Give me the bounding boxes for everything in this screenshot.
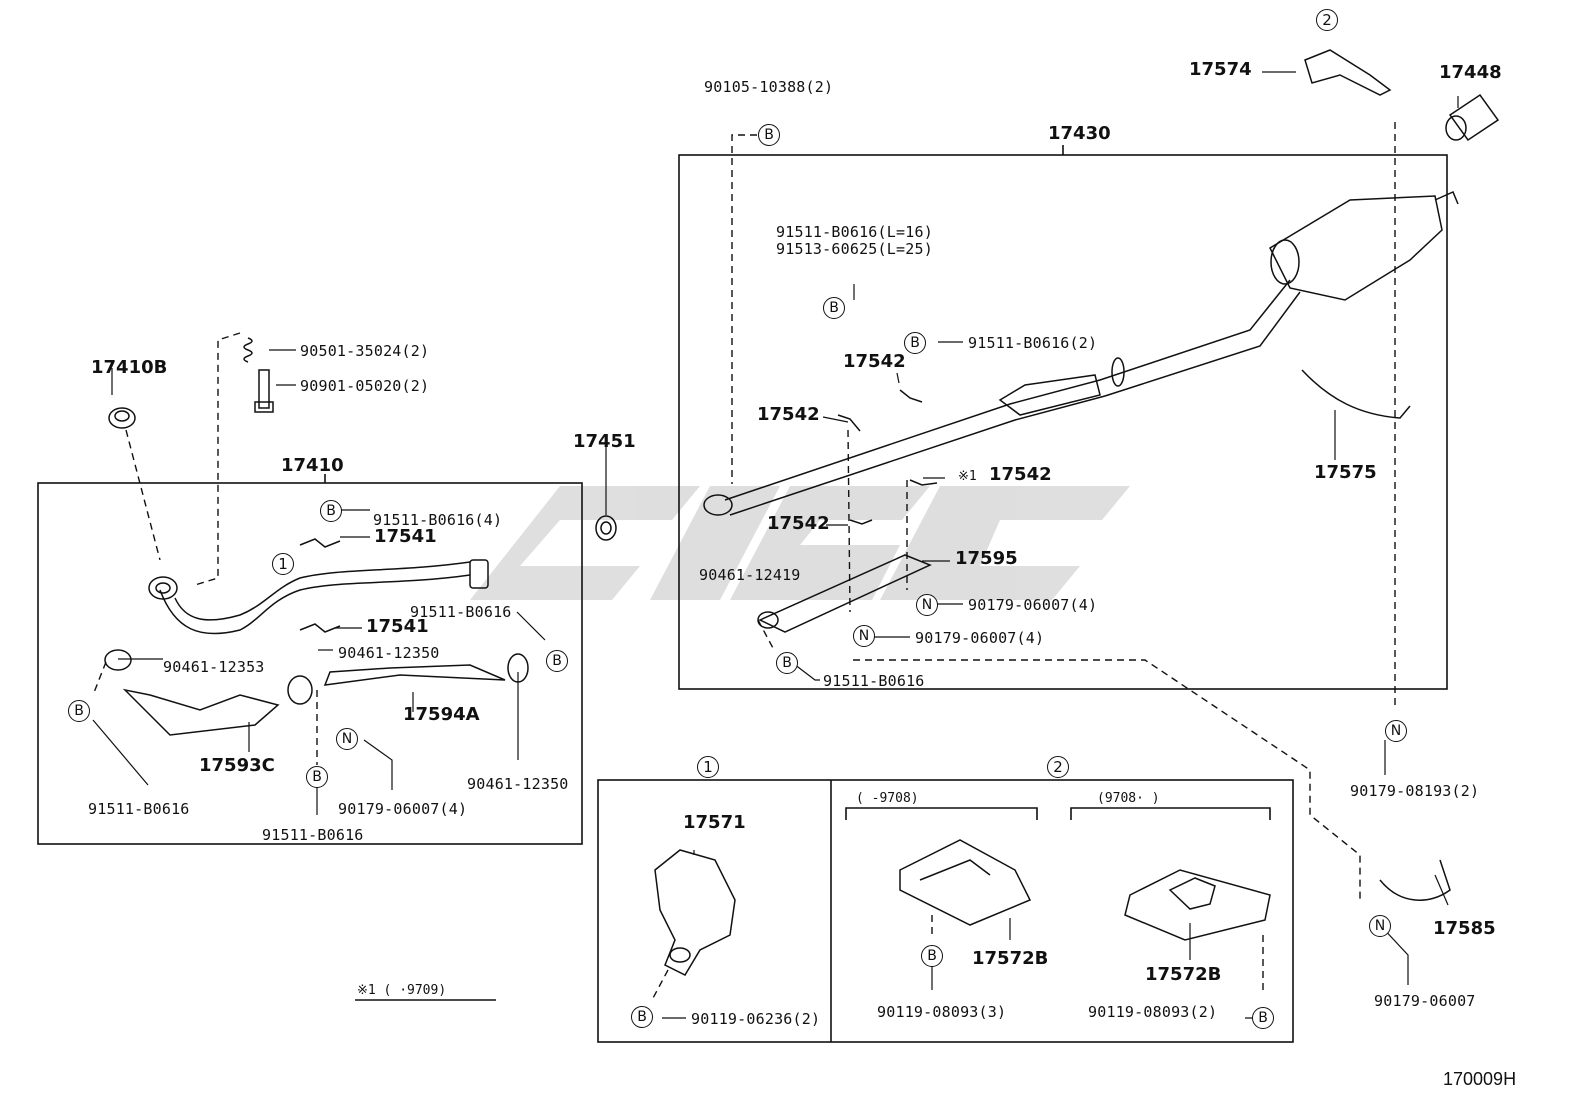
watermark-logo	[470, 486, 1130, 600]
label-90461-12353: 90461-12353	[163, 658, 265, 676]
symbol-2: 2	[1047, 756, 1069, 778]
symbol-B: B	[306, 766, 328, 788]
label-91511-B0616-L16: 91511-B0616(L=16)	[776, 223, 933, 241]
label-17430: 17430	[1048, 123, 1111, 144]
label-17541-bottom: 17541	[366, 616, 429, 637]
symbol-N: N	[1369, 915, 1391, 937]
label-17542-a: 17542	[843, 351, 906, 372]
symbol-1: 1	[697, 756, 719, 778]
symbol-N: N	[1385, 720, 1407, 742]
label-17541-top: 17541	[374, 526, 437, 547]
symbol-B: B	[546, 650, 568, 672]
label-91511-B0616-bottom: 91511-B0616	[262, 826, 364, 844]
box-insulators	[355, 779, 1294, 1043]
label-17451: 17451	[573, 431, 636, 452]
parts-drawings	[104, 49, 1500, 976]
symbol-1: 1	[272, 553, 294, 575]
label-90119-08093-2: 90119-08093(2)	[1088, 1003, 1218, 1021]
label-17410: 17410	[281, 455, 344, 476]
box-17410	[37, 474, 583, 845]
symbol-N: N	[853, 625, 875, 647]
label-17594A: 17594A	[403, 704, 480, 725]
label-17571: 17571	[683, 812, 746, 833]
range-right: (9708· )	[1097, 791, 1160, 806]
symbol-2: 2	[1316, 9, 1338, 31]
symbol-B: B	[68, 700, 90, 722]
label-17572B-left: 17572B	[972, 948, 1049, 969]
label-17542-c: 17542	[989, 464, 1052, 485]
label-90461-12419: 90461-12419	[699, 566, 801, 584]
symbol-N: N	[336, 728, 358, 750]
label-17542-b: 17542	[757, 404, 820, 425]
symbol-B: B	[320, 500, 342, 522]
label-91513-60625-L25: 91513-60625(L=25)	[776, 240, 933, 258]
label-90901-05020: 90901-05020(2)	[300, 377, 430, 395]
label-17575: 17575	[1314, 462, 1377, 483]
symbol-B: B	[904, 332, 926, 354]
label-90461-12350-a: 90461-12350	[338, 644, 440, 662]
label-90179-06007-4-b: 90179-06007(4)	[915, 629, 1045, 647]
leader-lines	[92, 71, 1459, 1019]
label-90119-06236: 90119-06236(2)	[691, 1010, 821, 1028]
range-left: ( -9708)	[856, 791, 919, 806]
dashed-lines	[92, 122, 1396, 1001]
label-91511-B0616-left: 91511-B0616	[88, 800, 190, 818]
label-91511-B0616-top: 91511-B0616	[410, 603, 512, 621]
symbol-B: B	[758, 124, 780, 146]
footnote-1: ※1 ( ·9709)	[357, 983, 447, 998]
ref-mark-1: ※1	[958, 469, 977, 484]
symbol-B: B	[631, 1006, 653, 1028]
label-17542-d: 17542	[767, 513, 830, 534]
label-90461-12350-b: 90461-12350	[467, 775, 569, 793]
label-17448: 17448	[1439, 62, 1502, 83]
label-90105-10388: 90105-10388(2)	[704, 78, 834, 96]
label-90179-06007: 90179-06007	[1374, 992, 1476, 1010]
label-17593C: 17593C	[199, 755, 275, 776]
label-91511-B0616-right: 91511-B0616	[823, 672, 925, 690]
catalog-code: 170009H	[1443, 1069, 1517, 1089]
label-91511-B0616-2: 91511-B0616(2)	[968, 334, 1098, 352]
label-90119-08093-3: 90119-08093(3)	[877, 1003, 1007, 1021]
label-17574: 17574	[1189, 59, 1252, 80]
label-17585: 17585	[1433, 918, 1496, 939]
symbol-B: B	[823, 297, 845, 319]
symbol-B: B	[776, 652, 798, 674]
label-17410B: 17410B	[91, 357, 168, 378]
symbol-N: N	[916, 594, 938, 616]
label-91511-B0616-4: 91511-B0616(4)	[373, 511, 503, 529]
label-90179-06007-4-left: 90179-06007(4)	[338, 800, 468, 818]
label-90179-06007-4-a: 90179-06007(4)	[968, 596, 1098, 614]
label-17572B-right: 17572B	[1145, 964, 1222, 985]
label-17595: 17595	[955, 548, 1018, 569]
symbol-B: B	[921, 945, 943, 967]
symbol-B: B	[1252, 1007, 1274, 1029]
label-90179-08193: 90179-08193(2)	[1350, 782, 1480, 800]
box-17430	[678, 145, 1448, 690]
label-90501-35024: 90501-35024(2)	[300, 342, 430, 360]
